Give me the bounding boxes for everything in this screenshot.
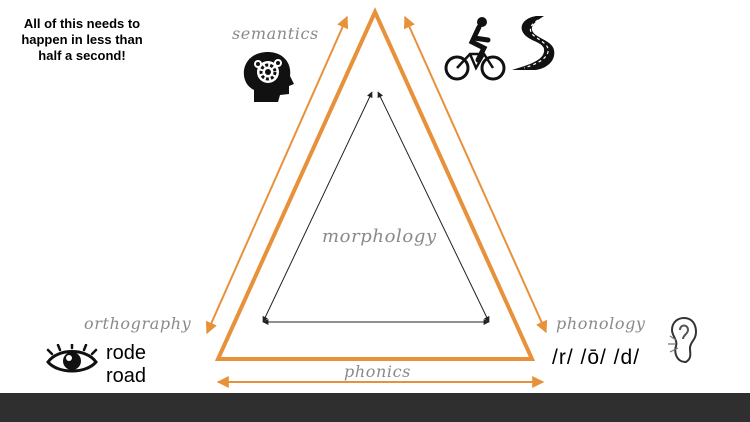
phonics-label: phonics	[344, 362, 411, 381]
reading-triangle-diagram	[205, 7, 548, 388]
slide-canvas: All of this needs to happen in less than…	[8, 7, 698, 388]
phoneme-sequence: /r/ /ō/ /d/	[552, 346, 641, 369]
ear-icon	[668, 316, 698, 364]
cyclist-icon	[444, 17, 506, 81]
orthography-words: rode road	[106, 342, 146, 388]
phonology-label: phonology	[556, 314, 646, 333]
eye-icon	[46, 344, 98, 373]
word-road: road	[106, 365, 147, 387]
timing-note-line-1: All of this needs to	[23, 16, 141, 31]
word-rode: rode	[106, 342, 147, 364]
bottom-bar	[0, 393, 750, 422]
inner-left-arrow	[262, 91, 373, 323]
orthography-label: orthography	[84, 314, 192, 333]
inner-right-arrow	[377, 91, 490, 323]
winding-road-icon	[512, 16, 555, 70]
timing-note-line-2: happen in less than	[21, 32, 143, 47]
timing-note: All of this needs to happen in less than…	[8, 16, 156, 64]
head-with-gears-icon	[243, 52, 294, 102]
morphology-label: morphology	[322, 226, 437, 247]
semantics-label: semantics	[232, 24, 319, 43]
timing-note-line-3: half a second!	[38, 48, 126, 63]
